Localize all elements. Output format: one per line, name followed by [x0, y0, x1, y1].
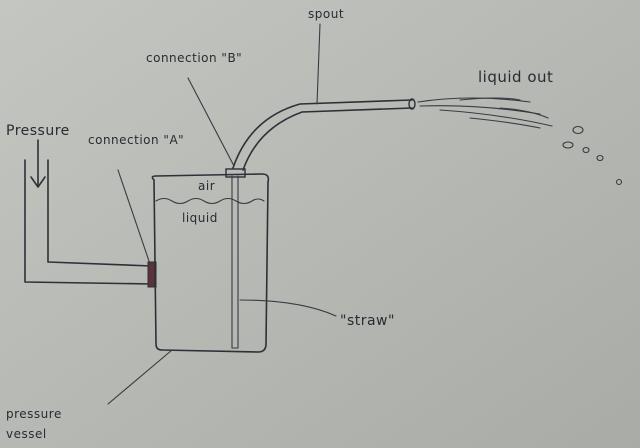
liquid-out-label: liquid out [478, 68, 554, 86]
inlet-pipe [24, 159, 153, 285]
pressure-arrow [30, 139, 46, 188]
straw-tube [231, 175, 239, 349]
pressure-vessel [151, 173, 270, 353]
connection-a-fitting [147, 261, 157, 288]
connection-b-label: connection "B" [146, 51, 243, 65]
spout-leader [316, 23, 321, 105]
connection-a-label: connection "A" [88, 133, 185, 147]
spout-tube [232, 98, 416, 171]
straw-leader [239, 299, 337, 317]
vessel-leader [107, 349, 173, 405]
pressure-label: Pressure [6, 123, 70, 139]
straw-label: "straw" [340, 313, 395, 329]
droplets [562, 125, 623, 186]
liquid-jet [417, 97, 553, 129]
connection-b-leader [187, 77, 235, 167]
connection-a-leader [117, 169, 151, 265]
connection-b-fitting [225, 168, 246, 178]
air-label: air [198, 179, 216, 193]
spout-label: spout [308, 7, 345, 21]
pressure-vessel-label-line1: pressure [6, 407, 62, 421]
liquid-label: liquid [182, 211, 218, 225]
pressure-vessel-label-line2: vessel [6, 427, 47, 441]
